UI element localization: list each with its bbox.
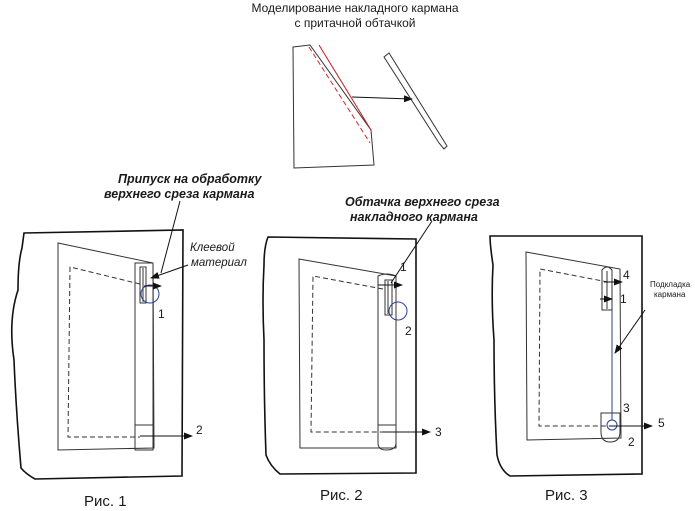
fig1-label-glue-1: Клеевой [190,242,235,254]
fig1-glue-strip [139,266,147,304]
fig1-corner-box [134,424,154,451]
fig3-detail-circle [606,419,618,431]
fig1-stitch-line [67,266,141,438]
fig2-garment-outline [262,236,417,475]
fig1-allowance-strip [134,262,154,451]
title-line-2: с притачной обтачкой [295,16,416,30]
fig1-number-1: 1 [158,307,165,321]
fig2-facing-inner [384,279,393,316]
fig1-garment-outline [10,229,184,480]
fig3-number-4: 4 [623,268,630,282]
fig1-arrow-glue [150,264,189,279]
fig3-number-3: 3 [623,401,630,415]
fig1-leader-allowance [160,200,181,274]
fig1-caption: Рис. 1 [84,493,127,510]
fig2-pocket-outline [298,258,397,449]
fig2-number-2: 2 [405,324,412,338]
fig3-facing-top [601,266,613,311]
figure-2: Обтачка верхнего среза накладного карман… [262,195,500,504]
fig1-label-allowance-1: Припуск на обработку [118,172,263,186]
fig2-number-3: 3 [435,425,442,439]
figure-3: Подкладка кармана 4 1 3 5 2 Рис. 3 [489,235,691,504]
fig3-number-5: 5 [658,416,665,430]
fig3-number-2: 2 [628,435,635,449]
pattern-pocket-outline [292,44,375,169]
fig2-number-1: 1 [400,260,407,274]
fig2-label-facing-2: накладного кармана [350,210,478,224]
pattern-facing-piece [383,52,448,150]
fig3-garment-outline [489,235,643,477]
fig3-label-lining-2: кармана [654,290,686,299]
fig1-label-glue-2: материал [191,257,247,269]
fig1-detail-circle [140,284,160,304]
fig3-number-1: 1 [620,292,627,306]
fig2-detail-circle [388,301,408,321]
fig1-pocket-outline [57,242,155,451]
fig3-stitch-line [538,268,609,427]
pattern-fold-line [308,46,371,144]
fig3-pocket-bottom-fold [600,412,621,443]
top-pattern-diagram [292,44,448,169]
fig3-caption: Рис. 3 [545,487,588,504]
fig2-leader-facing [390,220,433,284]
fig2-label-facing-1: Обтачка верхнего среза [345,195,500,209]
title-line-1: Моделирование накладного кармана [252,1,459,15]
fig1-number-2: 2 [196,423,203,437]
pattern-arrow [351,95,413,103]
fig3-pocket-outline [525,251,622,441]
fig2-stitch-line [310,275,384,433]
fig3-label-lining-1: Подкладка [650,280,691,289]
fig2-caption: Рис. 2 [320,487,363,504]
figure-1: Припуск на обработку верхнего среза карм… [10,172,263,510]
fig3-leader-lining [614,309,646,354]
fig2-facing-strip [377,273,397,451]
pattern-cut-line [318,44,372,131]
fig1-label-allowance-2: верхнего среза кармана [104,187,254,201]
